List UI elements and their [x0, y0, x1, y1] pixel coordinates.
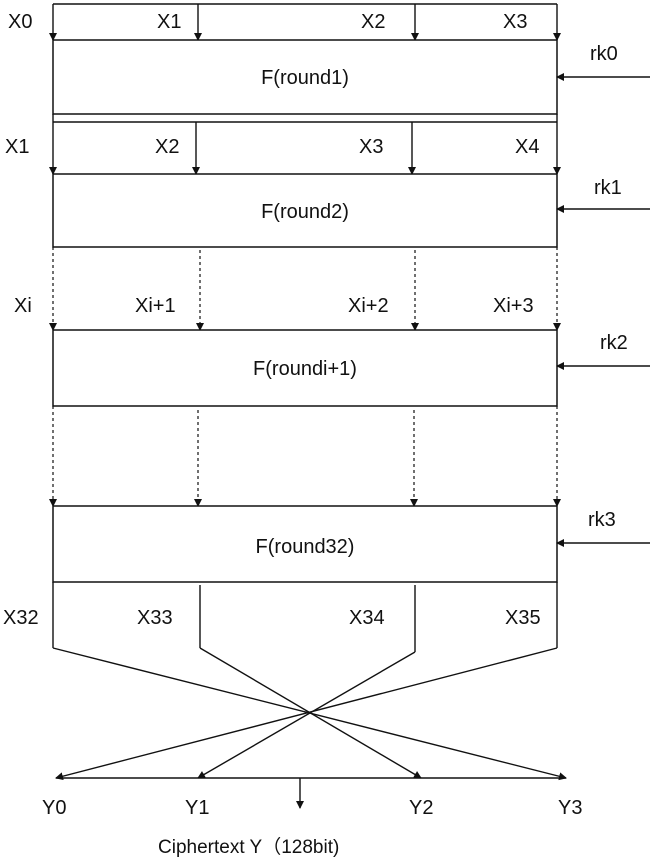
label-xi1: Xi+1: [135, 295, 176, 317]
label-x4-r2: X4: [515, 136, 539, 158]
label-y0: Y0: [42, 797, 66, 819]
label-xi: Xi: [14, 295, 32, 317]
roundi-box: [52, 329, 558, 407]
round1-label: F(round1): [261, 67, 349, 89]
rk2-label: rk2: [600, 332, 628, 354]
rk1-label: rk1: [594, 177, 622, 199]
label-y1: Y1: [185, 797, 209, 819]
label-x2: X2: [361, 11, 385, 33]
round32-box: [52, 505, 558, 583]
round32-label: F(round32): [256, 536, 355, 558]
label-x3: X3: [503, 11, 527, 33]
label-x1: X1: [157, 11, 181, 33]
rk3-label: rk3: [588, 509, 616, 531]
label-x2-r2: X2: [155, 136, 179, 158]
round1-input-bus: [49, 3, 561, 41]
label-x35: X35: [505, 607, 541, 629]
label-y2: Y2: [409, 797, 433, 819]
round2-box: [52, 173, 558, 248]
label-x34: X34: [349, 607, 385, 629]
label-x32: X32: [3, 607, 39, 629]
roundi-input-bus: [49, 247, 561, 331]
label-xi3: Xi+3: [493, 295, 534, 317]
roundi-label: F(roundi+1): [253, 358, 357, 380]
label-x33: X33: [137, 607, 173, 629]
round32-input-bus: [49, 406, 561, 507]
ciphertext-caption: Ciphertext Y（128bit): [158, 836, 339, 858]
label-y3: Y3: [558, 797, 582, 819]
round2-input-bus: [49, 114, 561, 175]
label-x3-r2: X3: [359, 136, 383, 158]
rk0-label: rk0: [590, 43, 618, 65]
label-x0: X0: [8, 11, 32, 33]
round2-label: F(round2): [261, 201, 349, 223]
label-xi2: Xi+2: [348, 295, 389, 317]
round1-box: [52, 39, 558, 115]
reverse-crossing: [52, 582, 567, 809]
label-x1-r2: X1: [5, 136, 29, 158]
